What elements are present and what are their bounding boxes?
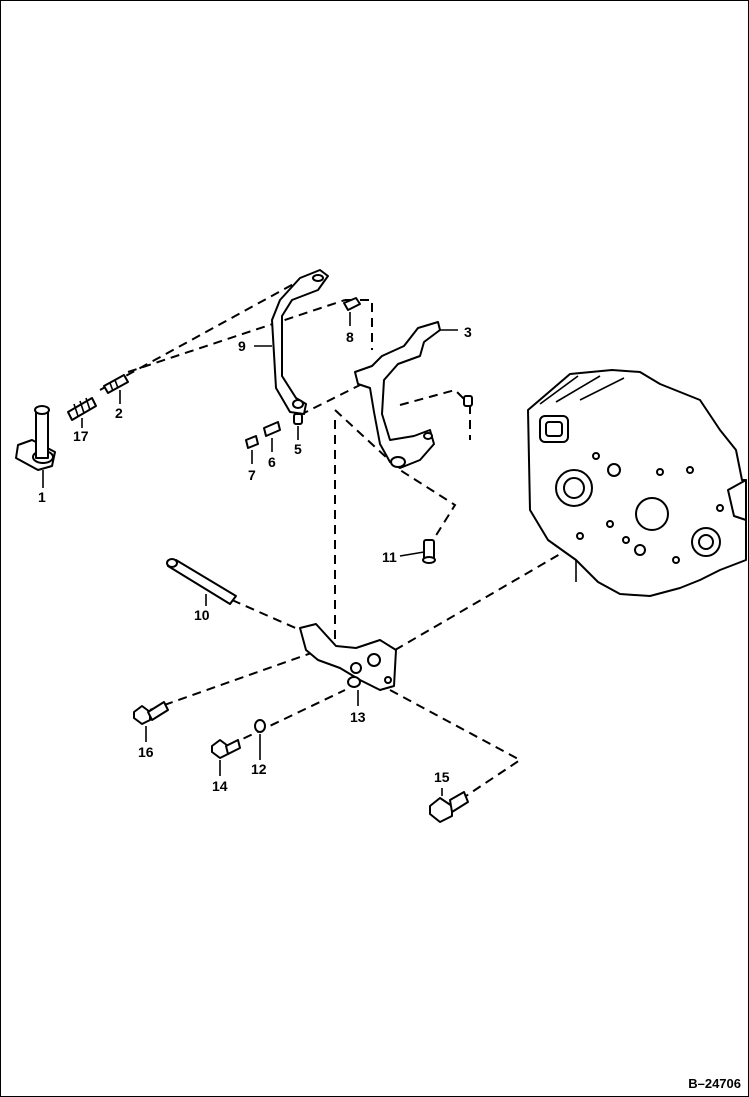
callout-15: 15 xyxy=(434,769,450,785)
part-17-spring xyxy=(67,397,97,421)
callout-10: 10 xyxy=(194,607,210,623)
figure-id: B–24706 xyxy=(688,1076,741,1091)
engine-housing xyxy=(527,369,747,597)
callout-12: 12 xyxy=(251,761,267,777)
part-7-cap xyxy=(245,435,259,449)
callout-8: 8 xyxy=(346,329,354,345)
part-2-spring xyxy=(103,374,129,394)
leader-lines xyxy=(42,312,458,796)
callout-16: 16 xyxy=(138,744,154,760)
small-pin xyxy=(463,395,473,407)
callout-9: 9 xyxy=(238,338,246,354)
callout-7: 7 xyxy=(248,467,256,483)
part-5-sleeve xyxy=(293,413,303,425)
callout-2: 2 xyxy=(115,405,123,421)
callout-11: 11 xyxy=(382,549,397,565)
callout-3: 3 xyxy=(464,324,472,340)
part-14-bolt xyxy=(211,739,241,759)
callout-14: 14 xyxy=(212,778,228,794)
part-3-bracket-lever xyxy=(354,321,441,469)
part-6-pin xyxy=(263,421,281,437)
callout-5: 5 xyxy=(294,441,302,457)
callout-1: 1 xyxy=(38,489,46,505)
callout-6: 6 xyxy=(268,454,276,470)
part-8-small-spring xyxy=(343,297,361,311)
assembly-guide-lines xyxy=(99,274,611,801)
part-15-bolt xyxy=(429,791,469,823)
part-12-washer xyxy=(254,719,266,733)
callout-17: 17 xyxy=(73,428,89,444)
part-13-bracket xyxy=(299,623,397,691)
part-10-pin-rod xyxy=(166,558,237,605)
part-16-bolt xyxy=(133,701,169,725)
callout-labels: 1 17 2 3 9 8 5 6 7 11 10 13 16 12 14 15 xyxy=(38,324,472,794)
part-1-lever-shaft xyxy=(15,405,56,471)
part-9-lever-arm xyxy=(271,269,329,415)
part-11-bolt xyxy=(422,539,436,564)
callout-13: 13 xyxy=(350,709,366,725)
